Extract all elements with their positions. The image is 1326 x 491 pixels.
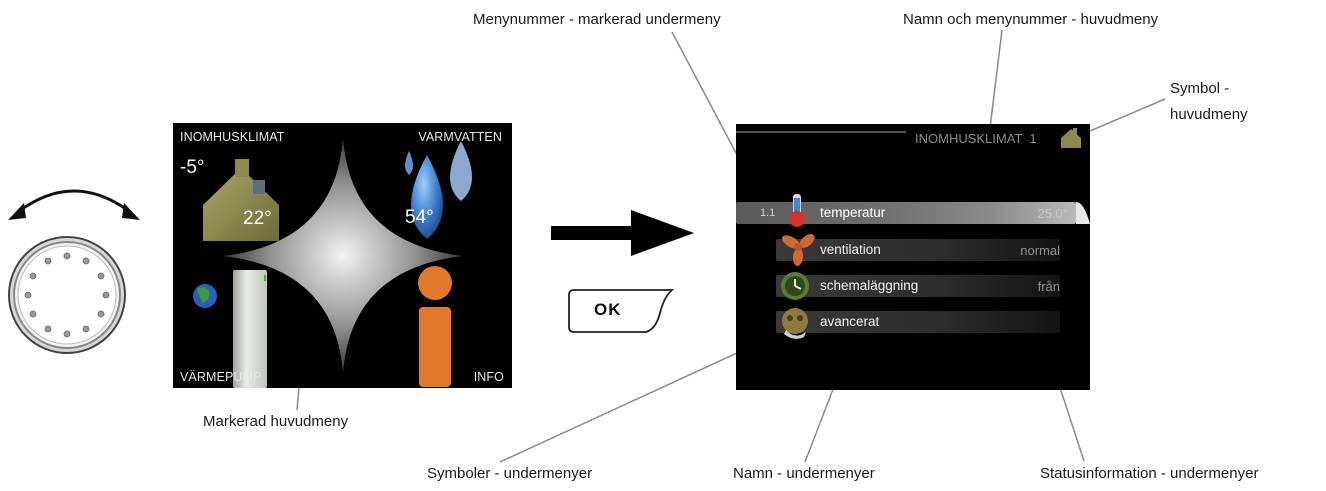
callout-status-sub: Statusinformation - undermenyer (1040, 465, 1259, 482)
row-name: schemaläggning (820, 278, 919, 293)
row-bar (776, 239, 1060, 261)
row-name: avancerat (820, 314, 880, 329)
label-varmvatten[interactable]: VARMVATTEN (418, 130, 502, 144)
row-name: ventilation (820, 242, 881, 257)
ok-button-shape (568, 289, 674, 333)
row-status: 25.0° (1037, 206, 1068, 221)
selection-star (223, 138, 463, 373)
wrench-icon (782, 308, 808, 339)
water-drops-icon (405, 141, 472, 239)
fan-icon (781, 234, 815, 266)
rotate-arrow (17, 189, 131, 214)
ok-button[interactable]: OK (568, 289, 674, 333)
label-varmepump[interactable]: VÄRMEPUMP (180, 370, 262, 384)
callout-menu-number: Menynummer - markerad undermeny (473, 11, 721, 28)
main-menu-graphics (193, 138, 472, 388)
callout-names-sub: Namn - undermenyer (733, 465, 875, 482)
rotate-arrow-head-right (122, 203, 140, 220)
leader-name-main (989, 29, 1003, 129)
submenu-header: INOMHUSKLIMAT 1 (915, 131, 1037, 146)
callout-symbol-main-2: huvudmeny (1170, 106, 1248, 123)
big-arrow-head (631, 210, 694, 256)
callout-marked-main: Markerad huvudmeny (203, 413, 349, 430)
heat-pump-icon (233, 270, 267, 388)
row-name: temperatur (820, 205, 886, 220)
house-icon (203, 159, 279, 241)
header-line (736, 131, 906, 133)
control-knob[interactable] (6, 234, 128, 356)
submenu-row-avancerat[interactable]: avancerat (736, 308, 1090, 339)
submenu-row-temperatur[interactable]: 1.1 temperatur 25.0° (736, 194, 1090, 227)
submenu-row-schemalaggning[interactable]: schemaläggning från (736, 272, 1090, 300)
outdoor-temp: -5° (180, 157, 205, 178)
globe-icon (193, 284, 217, 308)
callout-name-main: Namn och menynummer - huvudmeny (903, 11, 1159, 28)
rotate-arrow-head-left (8, 203, 26, 220)
label-info[interactable]: INFO (473, 370, 504, 384)
row-status: från (1037, 279, 1060, 294)
callout-symbol-main-1: Symbol - (1170, 80, 1230, 97)
indoor-temp: 22° (243, 208, 272, 229)
thermometer-icon (789, 194, 805, 227)
big-arrow-shaft (551, 226, 633, 240)
row-bar (736, 202, 1076, 224)
row-fold-corner (1076, 202, 1090, 224)
submenu-screen: INOMHUSKLIMAT 1 1.1 temperatur 25.0° ven… (736, 124, 1090, 390)
label-inomhusklimat[interactable]: INOMHUSKLIMAT (180, 130, 285, 144)
callout-symbols-sub: Symboler - undermenyer (427, 465, 593, 482)
row-number: 1.1 (760, 207, 776, 219)
row-bar (776, 311, 1060, 333)
info-icon (418, 266, 452, 387)
submenu-row-ventilation[interactable]: ventilation normal (736, 234, 1090, 266)
row-status: normal (1020, 243, 1060, 258)
main-menu-screen: INOMHUSKLIMAT VARMVATTEN VÄRMEPUMP INFO … (173, 123, 512, 388)
submenu-house-icon (1061, 128, 1081, 148)
row-bar (776, 275, 1060, 297)
water-temp: 54° (405, 207, 434, 228)
ok-button-label: OK (594, 300, 622, 319)
clock-icon (781, 272, 809, 300)
leader-symbol-main (1089, 98, 1166, 132)
